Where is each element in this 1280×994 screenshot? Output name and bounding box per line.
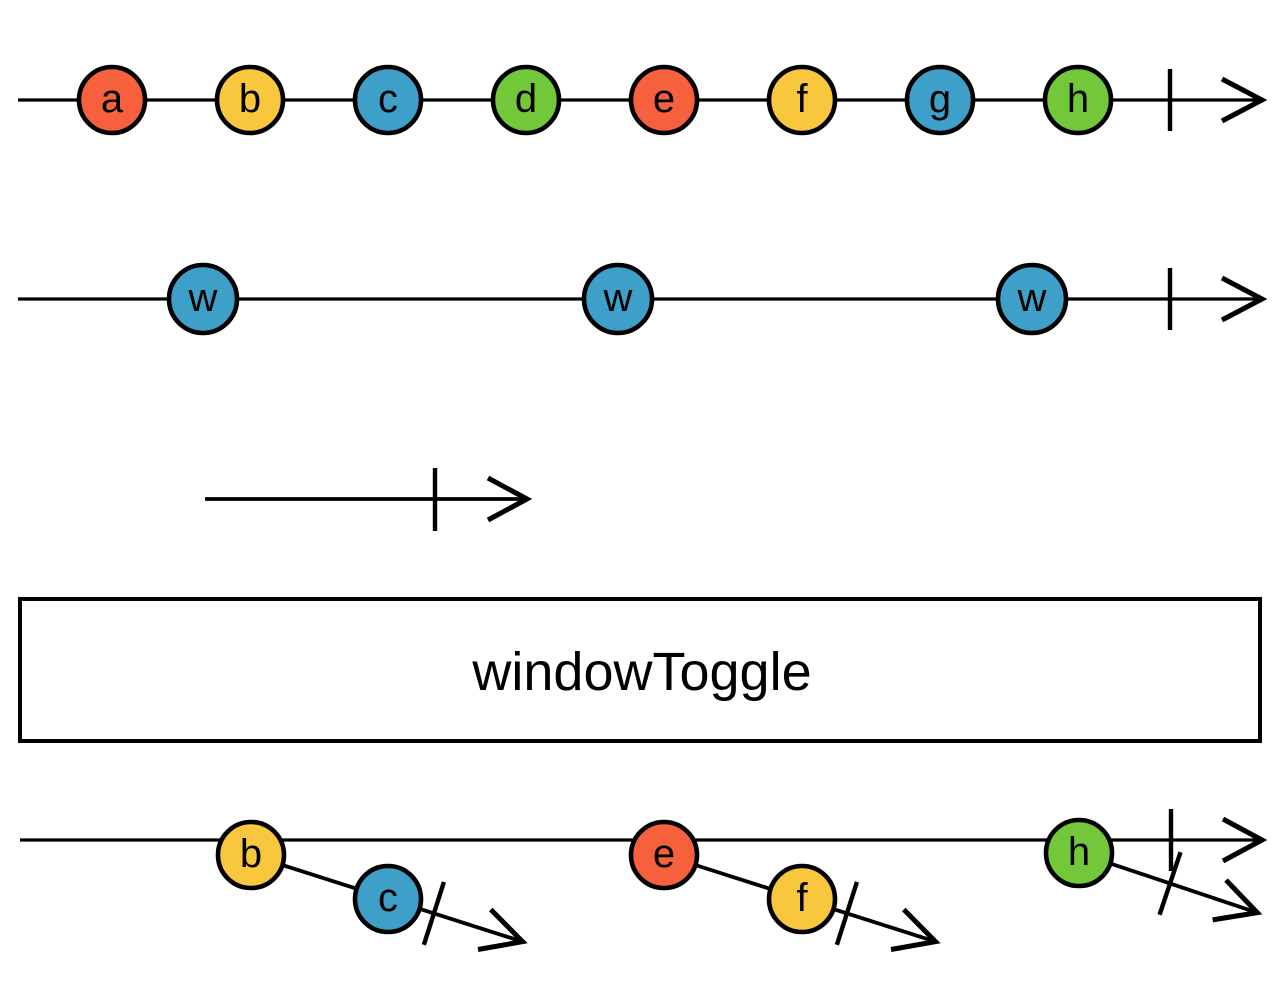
output-marble-f-label: f [796, 876, 808, 920]
operator-box: windowToggle [18, 597, 1262, 743]
marble-a: a [76, 64, 148, 136]
output-marble-h: h [1043, 817, 1115, 889]
operator-label: windowToggle [471, 642, 811, 702]
output-marble-f: f [766, 863, 838, 935]
marble-w3-circle [995, 262, 1069, 336]
marble-h-label: h [1067, 77, 1089, 121]
marble-e-circle [628, 64, 700, 136]
marble-e: e [628, 64, 700, 136]
source-timeline: a b c d e f g h [18, 64, 1268, 136]
output-timeline: b e h c f [20, 809, 1268, 952]
output-marble-c: c [352, 863, 424, 935]
output-marble-h-label: h [1068, 830, 1090, 874]
output-marble-b: b [215, 819, 287, 891]
marble-w2-label: w [603, 276, 633, 320]
marble-g-label: g [929, 77, 951, 121]
output-marble-b-label: b [240, 832, 262, 876]
marble-h-circle [1042, 64, 1114, 136]
marble-c-circle [352, 64, 424, 136]
window2-complete-tick [834, 881, 860, 946]
marble-b: b [214, 64, 286, 136]
marble-d-circle [490, 64, 562, 136]
marble-w3-label: w [1017, 276, 1047, 320]
openings-arrowhead-icon [1220, 275, 1268, 323]
output-marble-f-circle [766, 863, 838, 935]
window3-arrowhead-icon [1212, 878, 1263, 923]
window2-arrowhead-icon [890, 907, 941, 952]
marble-a-label: a [101, 77, 124, 121]
marble-w1-circle [166, 262, 240, 336]
marble-w3: w [995, 262, 1069, 336]
output-marble-c-circle [352, 863, 424, 935]
marble-e-label: e [653, 77, 675, 121]
marble-c-label: c [378, 77, 398, 121]
marble-g: g [904, 64, 976, 136]
marble-h: h [1042, 64, 1114, 136]
output-marble-b-circle [215, 819, 287, 891]
marble-b-label: b [239, 77, 261, 121]
window1-arrowhead-icon [477, 907, 528, 952]
window1-complete-tick [421, 881, 447, 946]
operator-box-rect [18, 597, 1262, 743]
marble-d-label: d [515, 77, 537, 121]
marble-w2: w [581, 262, 655, 336]
output-marble-e: e [628, 819, 700, 891]
marble-w1-label: w [188, 276, 218, 320]
output-marble-e-circle [628, 819, 700, 891]
window3-complete-tick [1157, 851, 1183, 916]
marble-w1: w [166, 262, 240, 336]
output-marble-h-circle [1043, 817, 1115, 889]
marble-f-circle [766, 64, 838, 136]
closing-duration-timeline [205, 468, 533, 531]
marble-w2-circle [581, 262, 655, 336]
marble-a-circle [76, 64, 148, 136]
output-marble-c-label: c [378, 876, 398, 920]
openings-timeline: w w w [18, 262, 1268, 336]
marble-f-label: f [796, 77, 808, 121]
source-arrowhead-icon [1220, 76, 1268, 124]
marble-d: d [490, 64, 562, 136]
output-marble-e-label: e [653, 832, 675, 876]
marble-b-circle [214, 64, 286, 136]
marble-f: f [766, 64, 838, 136]
output-arrowhead-icon [1221, 816, 1268, 864]
closing-duration-arrowhead-icon [486, 475, 533, 523]
marble-c: c [352, 64, 424, 136]
marble-g-circle [904, 64, 976, 136]
